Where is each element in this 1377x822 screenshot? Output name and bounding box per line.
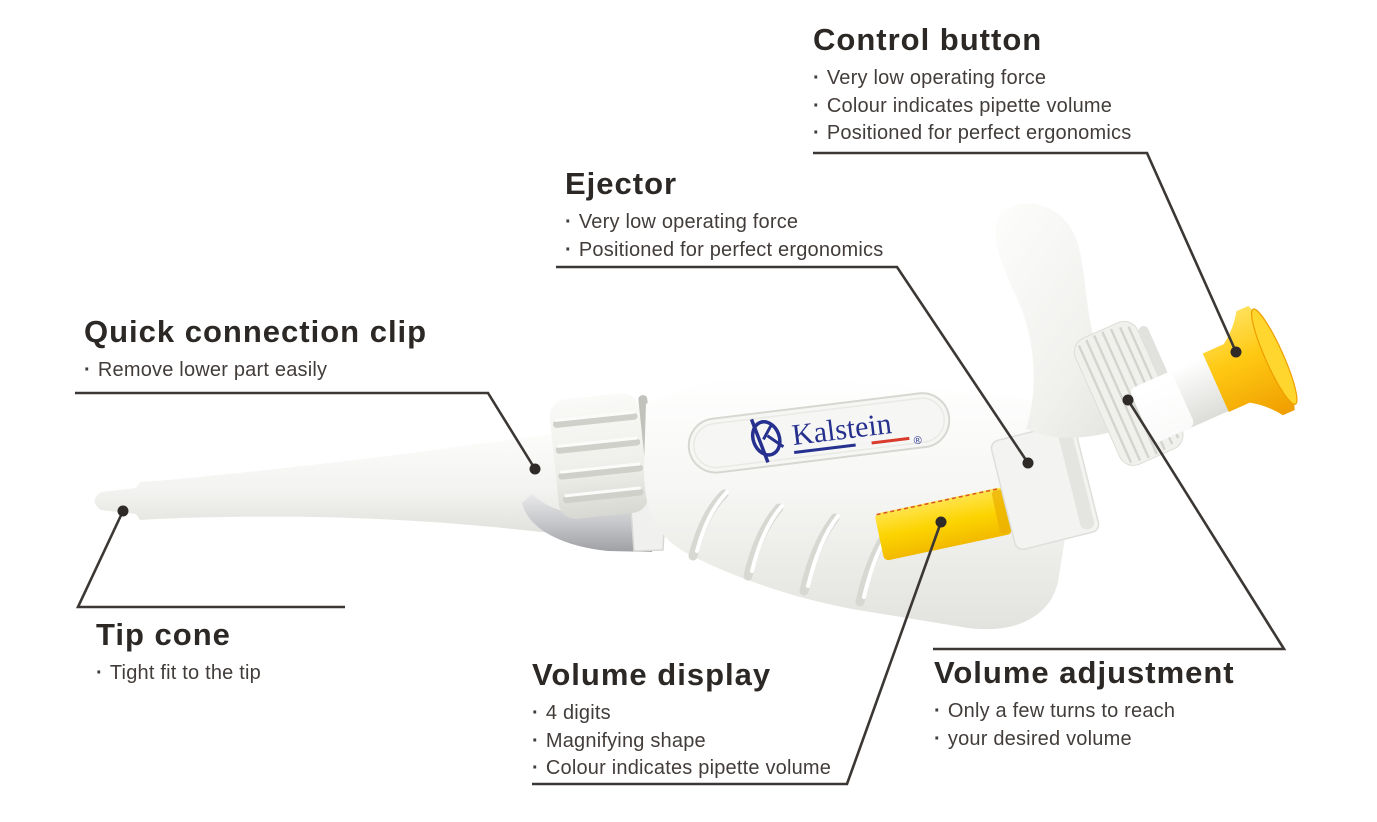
annotation-control-button: Control button Very low operating force … [813, 22, 1131, 148]
annotation-title: Quick connection clip [84, 314, 428, 349]
annotation-bullets: Only a few turns to reach your desired v… [934, 698, 1235, 753]
grip-grooves [688, 489, 896, 607]
annotation-bullets: Very low operating force Colour indicate… [813, 65, 1131, 148]
annotation-bullets: 4 digits Magnifying shape Colour indicat… [532, 700, 831, 783]
annotation-volume-adjustment: Volume adjustment Only a few turns to re… [934, 655, 1235, 753]
pipette-tip-cone [94, 428, 606, 540]
leader-tip-cone [75, 510, 345, 609]
leader-dot-quick-connection-clip [529, 463, 541, 475]
leader-ejector [556, 265, 1030, 464]
bullet: Only a few turns to reach [934, 698, 1235, 726]
annotation-bullets: Remove lower part easily [84, 357, 427, 385]
annotation-quick-connection-clip: Quick connection clip Remove lower part … [84, 314, 427, 385]
leader-dot-tip-cone [117, 505, 129, 517]
registered-mark: ® [913, 434, 923, 447]
ejector-button-part [990, 422, 1100, 551]
bullet: Tight fit to the tip [96, 660, 261, 688]
annotation-title: Tip cone [96, 617, 231, 652]
leader-dot-control-button [1230, 346, 1242, 358]
plunger-shaft [1131, 356, 1232, 443]
leader-quick-connection-clip [75, 391, 537, 470]
leader-dot-ejector [1022, 457, 1034, 469]
ejector-blade [522, 494, 656, 552]
bullet: Very low operating force [813, 65, 1131, 93]
annotation-bullets: Tight fit to the tip [96, 660, 261, 688]
bullet: Colour indicates pipette volume [813, 93, 1131, 121]
annotation-title: Ejector [565, 166, 678, 201]
annotation-tip-cone: Tip cone Tight fit to the tip [96, 617, 261, 688]
leader-volume-adjustment [933, 399, 1287, 651]
annotation-volume-display: Volume display 4 digits Magnifying shape… [532, 657, 831, 783]
bullet: 4 digits [532, 700, 831, 728]
annotation-bullets: Very low operating force Positioned for … [565, 209, 883, 264]
leader-control-button [813, 151, 1238, 353]
annotation-title: Volume display [532, 657, 772, 692]
leader-dot-volume-adjustment [1122, 394, 1134, 406]
annotation-title: Control button [813, 22, 1043, 57]
bullet: Colour indicates pipette volume [532, 755, 831, 783]
bullet: Positioned for perfect ergonomics [565, 237, 883, 265]
quick-connection-clip-part [549, 393, 659, 519]
bullet: your desired volume [934, 726, 1235, 754]
leader-dot-volume-display [935, 516, 947, 528]
brand-badge: Kalstein ® [687, 392, 951, 474]
bullet: Magnifying shape [532, 728, 831, 756]
bullet: Positioned for perfect ergonomics [813, 120, 1131, 148]
annotation-title: Volume adjustment [934, 655, 1235, 690]
leader-volume-display [532, 521, 943, 786]
control-button-part [1202, 305, 1298, 416]
bullet: Very low operating force [565, 209, 883, 237]
bullet: Remove lower part easily [84, 357, 427, 385]
annotation-ejector: Ejector Very low operating force Positio… [565, 166, 883, 264]
kalstein-logo-mark [749, 418, 785, 463]
